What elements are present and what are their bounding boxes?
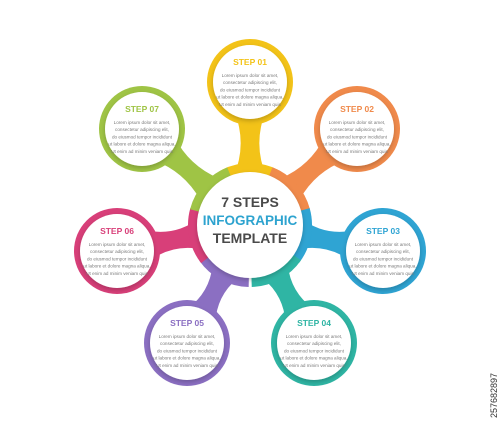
- step-01-body-line: consectetur adipiscing elit,: [223, 80, 277, 85]
- step-06-title: STEP 06: [100, 226, 134, 236]
- step-06-body-line: do eiusmod tempor incididunt: [87, 256, 148, 261]
- step-06-node: STEP 06 Lorem ipsum dolor sit amet, consec…: [74, 208, 160, 294]
- step-07-body-line: ut labore et dolore magna aliqua.: [108, 142, 175, 147]
- center-line-3: TEMPLATE: [213, 230, 287, 246]
- step-03-disc: [346, 214, 420, 288]
- step-01-disc: [213, 45, 287, 119]
- step-07-title: STEP 07: [125, 104, 159, 114]
- center-hub: [188, 163, 312, 287]
- step-07-body-line: Ut enim ad minim veniam quis: [111, 149, 173, 154]
- step-04-title: STEP 04: [297, 318, 331, 328]
- stock-id-watermark: 257682897: [489, 373, 499, 418]
- step-01-body-line: Lorem ipsum dolor sit amet,: [222, 73, 279, 78]
- step-07-disc: [105, 92, 179, 166]
- step-02-body-line: ut labore et dolore magna aliqua.: [323, 142, 390, 147]
- step-05-disc: [150, 306, 224, 380]
- step-02-body-line: Ut enim ad minim veniam quis: [326, 149, 388, 154]
- step-04-body-line: Lorem ipsum dolor sit amet,: [286, 334, 343, 339]
- step-03-body-line: ut labore et dolore magna aliqua.: [349, 264, 416, 269]
- step-06-body-line: Ut enim ad minim veniam quis: [86, 271, 148, 276]
- step-03-body-line: Ut enim ad minim veniam quis: [352, 271, 414, 276]
- center-label: 7 STEPS INFOGRAPHIC TEMPLATE: [203, 194, 298, 246]
- step-02-node: STEP 02 Lorem ipsum dolor sit amet, consec…: [314, 86, 400, 172]
- hub-circle: [197, 172, 303, 278]
- step-02-disc: [320, 92, 394, 166]
- step-05-body-line: Lorem ipsum dolor sit amet,: [159, 334, 216, 339]
- step-06-body-line: ut labore et dolore magna aliqua.: [83, 264, 150, 269]
- step-06-disc: [80, 214, 154, 288]
- step-04-disc: [277, 306, 351, 380]
- step-07-node: STEP 07 Lorem ipsum dolor sit amet, consec…: [99, 86, 185, 172]
- step-03-body-line: consectetur adipiscing elit,: [356, 249, 410, 254]
- step-06-body-line: consectetur adipiscing elit,: [90, 249, 144, 254]
- step-05-body-line: Ut enim ad minim veniam quis: [156, 363, 218, 368]
- step-05-body-line: consectetur adipiscing elit,: [160, 341, 214, 346]
- step-05-node: STEP 05 Lorem ipsum dolor sit amet, consec…: [144, 300, 230, 386]
- step-05-title: STEP 05: [170, 318, 204, 328]
- center-line-2: INFOGRAPHIC: [203, 213, 298, 228]
- step-01-title: STEP 01: [233, 57, 267, 67]
- step-05-body-line: ut labore et dolore magna aliqua.: [153, 356, 220, 361]
- step-02-body-line: do eiusmod tempor incididunt: [327, 134, 388, 139]
- step-03-node: STEP 03 Lorem ipsum dolor sit amet, consec…: [340, 208, 426, 294]
- step-01-body-line: ut labore et dolore magna aliqua.: [216, 95, 283, 100]
- step-06-body-line: Lorem ipsum dolor sit amet,: [89, 242, 146, 247]
- step-04-body-line: consectetur adipiscing elit,: [287, 341, 341, 346]
- step-04-node: STEP 04 Lorem ipsum dolor sit amet, consec…: [271, 300, 357, 386]
- step-03-body-line: do eiusmod tempor incididunt: [353, 256, 414, 261]
- step-07-body-line: Lorem ipsum dolor sit amet,: [114, 120, 171, 125]
- step-05-body-line: do eiusmod tempor incididunt: [157, 348, 218, 353]
- center-line-1: 7 STEPS: [221, 194, 279, 210]
- step-07-body-line: do eiusmod tempor incididunt: [112, 134, 173, 139]
- step-nodes: STEP 01 Lorem ipsum dolor sit amet, consec…: [74, 39, 426, 386]
- step-04-body-line: ut labore et dolore magna aliqua.: [280, 356, 347, 361]
- stock-id-text: 257682897: [489, 373, 499, 418]
- step-01-body-line: do eiusmod tempor incididunt: [220, 87, 281, 92]
- step-01-node: STEP 01 Lorem ipsum dolor sit amet, consec…: [207, 39, 293, 125]
- step-03-title: STEP 03: [366, 226, 400, 236]
- step-07-body-line: consectetur adipiscing elit,: [115, 127, 169, 132]
- connector-step-01: [233, 119, 267, 178]
- step-01-body-line: Ut enim ad minim veniam quis: [219, 102, 281, 107]
- step-02-body-line: Lorem ipsum dolor sit amet,: [329, 120, 386, 125]
- step-02-title: STEP 02: [340, 104, 374, 114]
- step-02-body-line: consectetur adipiscing elit,: [330, 127, 384, 132]
- step-03-body-line: Lorem ipsum dolor sit amet,: [355, 242, 412, 247]
- step-04-body-line: Ut enim ad minim veniam quis: [283, 363, 345, 368]
- step-04-body-line: do eiusmod tempor incididunt: [284, 348, 345, 353]
